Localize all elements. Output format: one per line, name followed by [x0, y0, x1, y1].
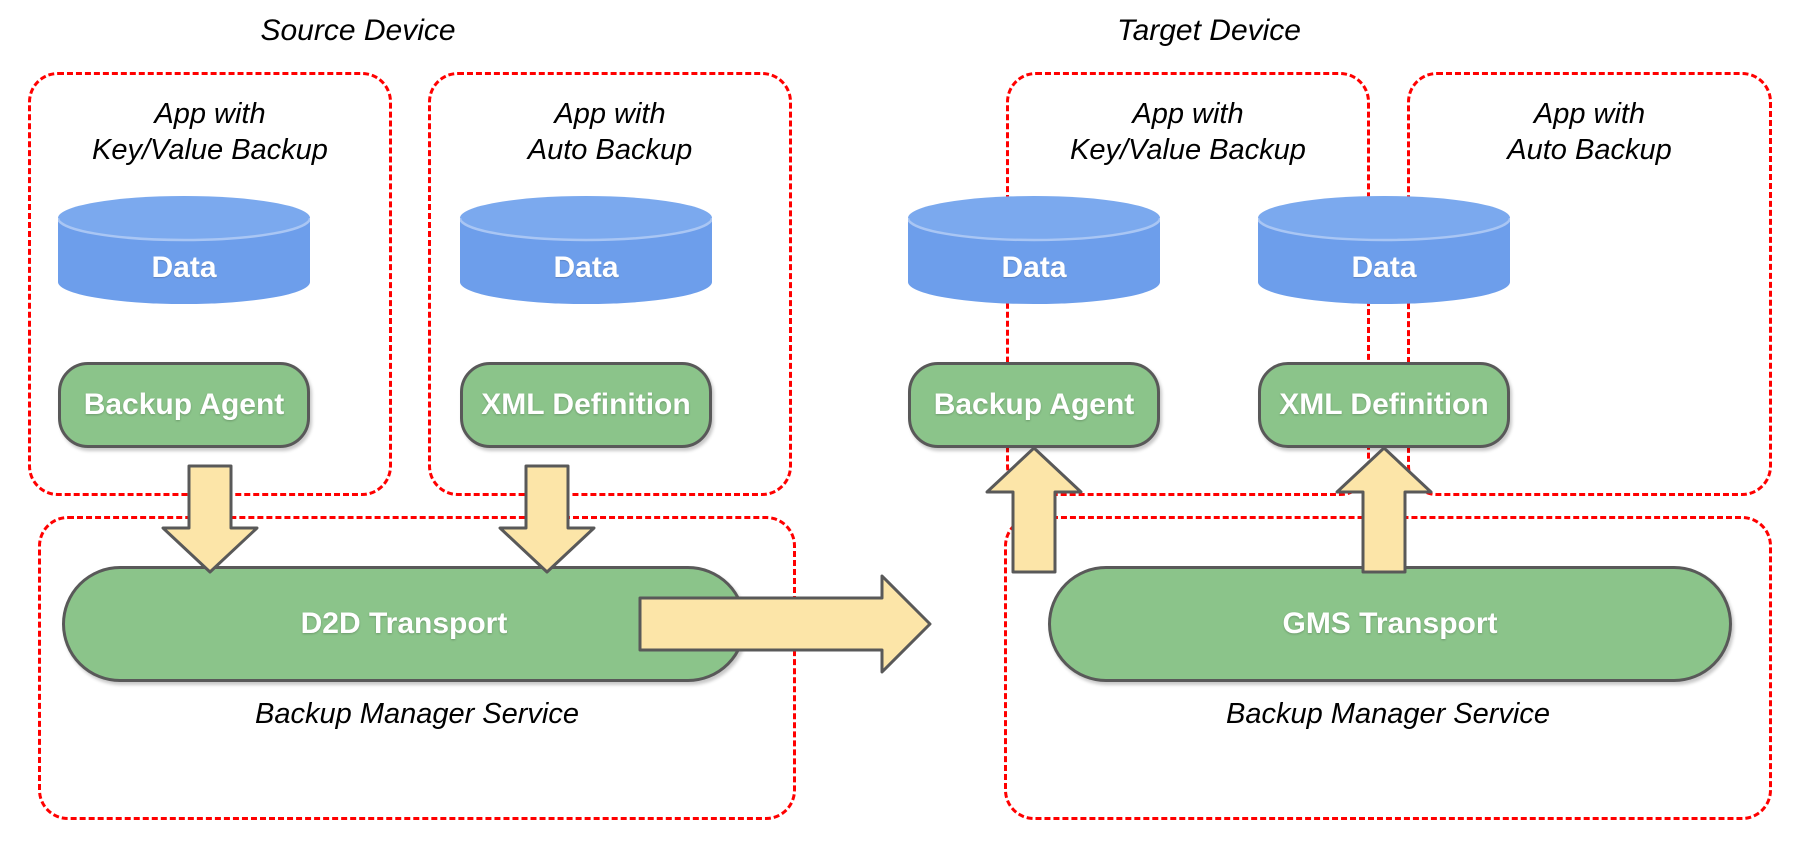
app-label-line2: Auto Backup	[1507, 134, 1672, 166]
target-device-title: Target Device	[1117, 14, 1301, 47]
app-label-line1: App with	[554, 98, 666, 130]
data-cylinder-label-auto-source: Data	[553, 251, 619, 284]
data-cylinder-key-value-source: Data	[56, 196, 312, 304]
data-cylinder-auto-target: Data	[1256, 196, 1512, 304]
arrow-d2d-to-gms	[638, 574, 932, 674]
up-arrow-icon	[1335, 446, 1433, 574]
data-cylinder-label-key-value-source: Data	[151, 251, 217, 284]
app-label-line2: Auto Backup	[527, 134, 693, 166]
backup-manager-service-label-target: Backup Manager Service	[1226, 698, 1550, 730]
arrow-gms-to-backup-agent	[985, 446, 1083, 574]
app-container-auto-source	[428, 72, 792, 496]
xml-definition-pill-target[interactable]: XML Definition	[1258, 362, 1510, 448]
up-arrow-icon	[985, 446, 1083, 574]
app-label-line2: Key/Value Backup	[92, 134, 328, 166]
app-label-key-value-source: App with Key/Value Backup	[28, 96, 392, 168]
cylinder-shape	[906, 196, 1162, 304]
right-arrow-icon	[638, 574, 932, 674]
cylinder-shape	[56, 196, 312, 304]
arrow-gms-to-xml-definition	[1335, 446, 1433, 574]
backup-agent-pill-source[interactable]: Backup Agent	[58, 362, 310, 448]
app-label-key-value-target: App with Key/Value Backup	[1006, 96, 1370, 168]
cylinder-shape	[458, 196, 714, 304]
down-arrow-icon	[161, 464, 259, 574]
d2d-transport-pill[interactable]: D2D Transport	[62, 566, 746, 682]
backup-manager-service-container-source	[38, 516, 796, 820]
arrow-xml-definition-to-d2d	[498, 464, 596, 574]
data-cylinder-label-key-value-target: Data	[1001, 251, 1067, 284]
gms-transport-pill[interactable]: GMS Transport	[1048, 566, 1732, 682]
backup-agent-pill-target[interactable]: Backup Agent	[908, 362, 1160, 448]
xml-definition-pill-source[interactable]: XML Definition	[460, 362, 712, 448]
source-device-title: Source Device	[260, 14, 456, 47]
app-label-auto-target: App with Auto Backup	[1407, 96, 1772, 168]
app-label-auto-source: App with Auto Backup	[428, 96, 792, 168]
data-cylinder-label-auto-target: Data	[1351, 251, 1417, 284]
data-cylinder-auto-source: Data	[458, 196, 714, 304]
cylinder-shape	[1256, 196, 1512, 304]
app-label-line2: Key/Value Backup	[1070, 134, 1306, 166]
app-label-line1: App with	[1132, 98, 1244, 130]
app-label-line1: App with	[1533, 98, 1646, 130]
backup-manager-service-label-source: Backup Manager Service	[255, 698, 579, 730]
data-cylinder-key-value-target: Data	[906, 196, 1162, 304]
arrow-backup-agent-to-d2d	[161, 464, 259, 574]
app-label-line1: App with	[154, 98, 266, 130]
down-arrow-icon	[498, 464, 596, 574]
